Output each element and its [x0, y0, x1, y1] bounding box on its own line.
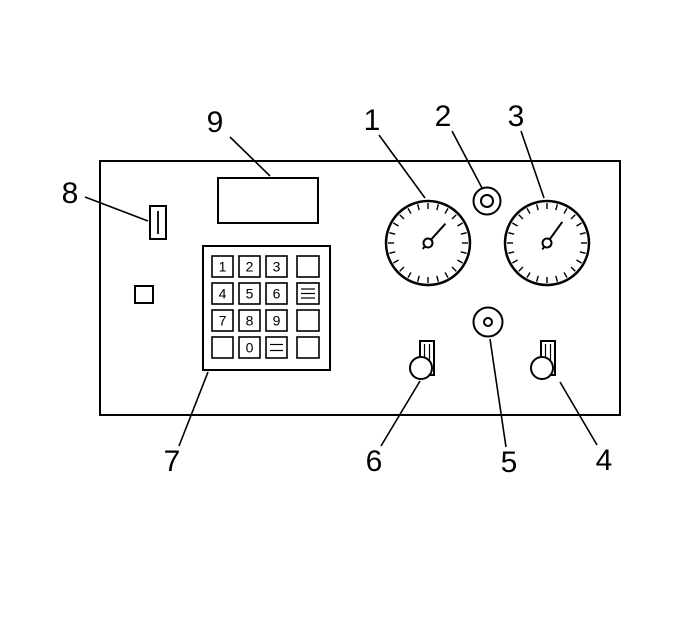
keypad-key-label: 9: [273, 313, 281, 329]
callout-9: 9: [207, 106, 271, 177]
display-screen: [217, 177, 319, 224]
small-ring-port: [472, 186, 502, 216]
callout-1: 1: [364, 104, 426, 199]
keypad-key-label: 0: [246, 340, 254, 356]
callout-8: 8: [62, 177, 149, 222]
callout-number-1: 1: [364, 104, 381, 137]
callout-number-6: 6: [366, 445, 383, 478]
callout-number-7: 7: [164, 445, 181, 478]
callout-number-8: 8: [62, 177, 79, 210]
keypad-key-blank: [296, 309, 320, 332]
callout-leader-1: [378, 134, 426, 199]
callout-2: 2: [435, 100, 483, 189]
keypad-key-5: [238, 282, 261, 305]
gauge-needle: [421, 223, 447, 250]
callout-number-2: 2: [435, 100, 452, 133]
callout-leader-4: [559, 381, 598, 446]
callout-leader-3: [520, 130, 545, 199]
callout-3: 3: [508, 100, 545, 199]
callout-leader-5: [489, 338, 507, 448]
keypad-key-9: [265, 309, 288, 332]
indicator-square: [134, 285, 154, 304]
pressure-gauge-right: [505, 201, 589, 285]
small-knob: [472, 306, 504, 338]
keypad-key-8: [238, 309, 261, 332]
keypad-key-1: [211, 255, 234, 278]
keypad-key-blank: [296, 336, 320, 359]
callout-leader-7: [178, 371, 209, 447]
keypad: 1 2 3 4 5 6 7 8 9 0: [202, 245, 331, 371]
lines-key-icon: [296, 282, 320, 305]
callout-number-4: 4: [596, 444, 613, 477]
keypad-key-blank: [211, 336, 234, 359]
keypad-key-7: [211, 309, 234, 332]
callout-5: 5: [489, 338, 518, 479]
callout-leader-2: [451, 130, 483, 189]
callout-7: 7: [164, 371, 209, 478]
keypad-key-label: 5: [246, 286, 254, 302]
keypad-key-3: [265, 255, 288, 278]
keypad-key-label: 8: [246, 313, 254, 329]
keypad-key-4: [211, 282, 234, 305]
keypad-key-label: 4: [219, 286, 227, 302]
keypad-key-label: 7: [219, 313, 227, 329]
keypad-key-2: [238, 255, 261, 278]
callout-4: 4: [559, 381, 613, 477]
callout-leader-6: [380, 380, 421, 447]
callout-leader-9: [229, 136, 271, 177]
keypad-key-0: [238, 336, 261, 359]
keypad-key-label: 2: [246, 259, 254, 275]
keypad-key-label: 3: [273, 259, 281, 275]
lines-key-icon: [265, 336, 288, 359]
power-switch-slot: [149, 205, 167, 240]
keypad-key-label: 6: [273, 286, 281, 302]
callout-leader-8: [84, 196, 149, 222]
callout-number-9: 9: [207, 106, 224, 139]
callout-6: 6: [366, 380, 421, 478]
callout-number-3: 3: [508, 100, 525, 133]
pressure-gauge-left: [386, 201, 470, 285]
callout-number-5: 5: [501, 446, 518, 479]
keypad-key-blank: [296, 255, 320, 278]
gauge-needle: [541, 221, 564, 251]
keypad-key-label: 1: [219, 259, 227, 275]
keypad-key-6: [265, 282, 288, 305]
